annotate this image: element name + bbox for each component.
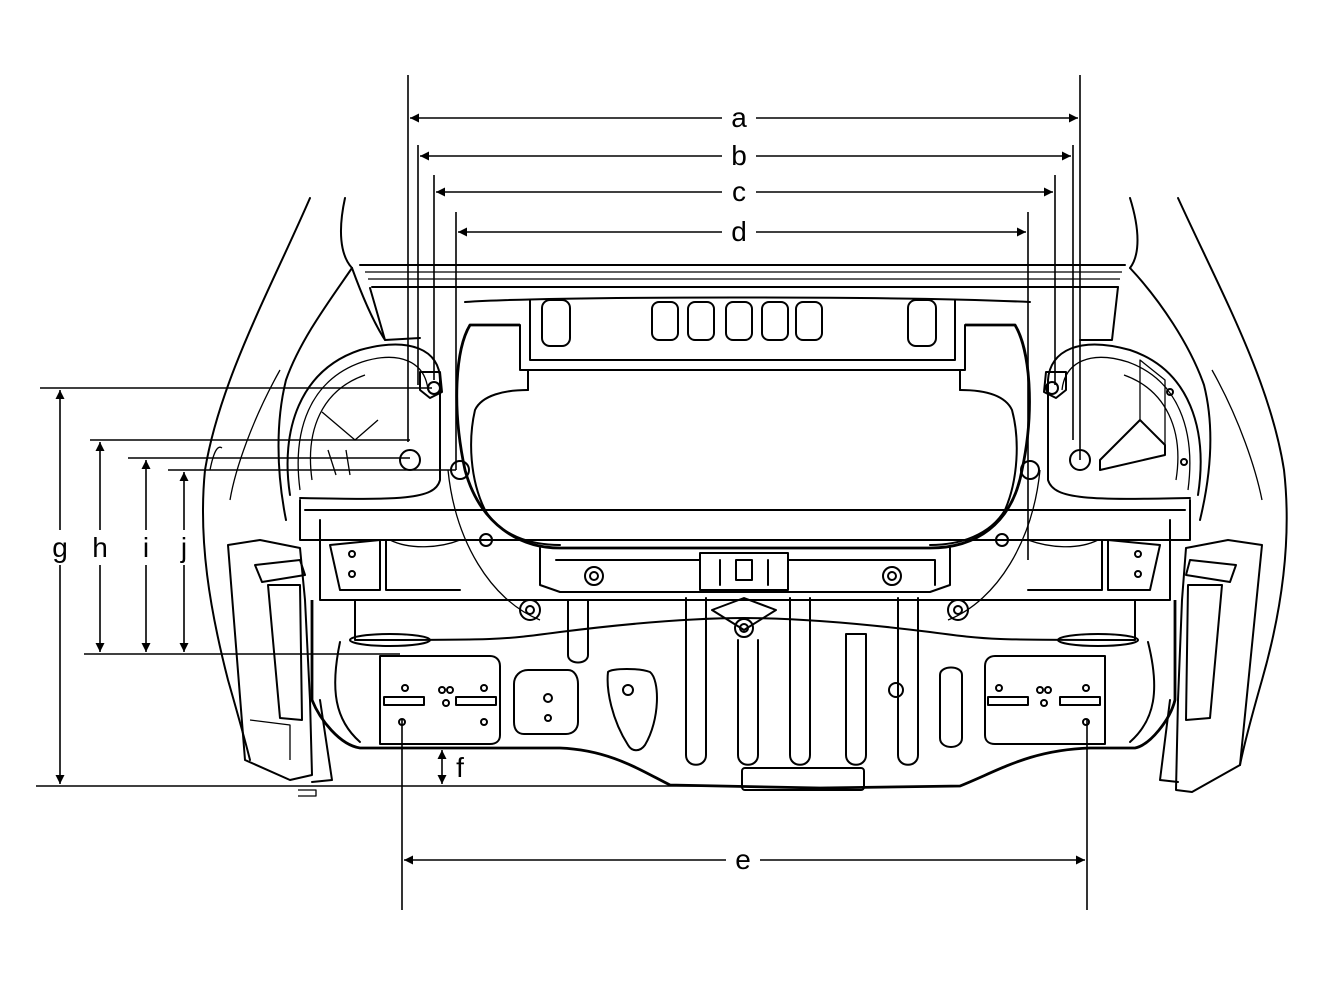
rear-sill-upper bbox=[299, 499, 1191, 638]
right-inner-wheelhouse bbox=[1043, 286, 1202, 500]
dimension-labels: a b c d e f g h i j bbox=[52, 102, 751, 875]
left-quarter-panel bbox=[201, 197, 353, 797]
dim-label-e: e bbox=[735, 844, 751, 875]
rear-panel bbox=[310, 597, 1177, 791]
rear-header bbox=[359, 264, 1126, 371]
dim-label-j: j bbox=[180, 532, 187, 563]
trunk-opening bbox=[447, 323, 1041, 621]
dim-label-c: c bbox=[732, 176, 746, 207]
right-quarter-panel bbox=[1129, 197, 1288, 793]
dim-label-b: b bbox=[731, 140, 747, 171]
rear-body-drawing bbox=[201, 197, 1288, 797]
dim-label-d: d bbox=[731, 216, 747, 247]
dim-label-f: f bbox=[456, 752, 464, 783]
dim-label-g: g bbox=[52, 532, 68, 563]
dimension-lines bbox=[36, 75, 1088, 910]
dim-label-h: h bbox=[92, 532, 108, 563]
dim-label-a: a bbox=[731, 102, 747, 133]
dim-label-i: i bbox=[143, 532, 149, 563]
